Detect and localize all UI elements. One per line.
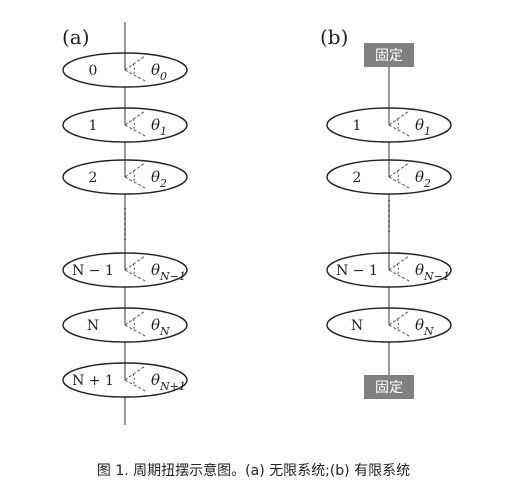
disk-label: N + 1 [72,373,114,389]
disk-label: 2 [353,170,362,186]
angle-ray [124,365,146,381]
disk-label: 1 [89,118,98,134]
panel-b-label: (b) [320,25,348,49]
fixed-bottom-box [364,375,414,399]
angle-ray [124,269,148,283]
angle-ray [388,255,410,271]
theta-subscript: N−1 [423,270,450,283]
angle-ray [388,269,412,283]
figure-caption: 图 1. 周期扭摆示意图。(a) 无限系统;(b) 有限系统 [96,463,411,479]
theta-subscript: 2 [159,177,167,190]
disk-label: 2 [89,170,98,186]
angle-arc [132,318,135,331]
angle-ray [388,176,412,190]
angle-arc [132,263,135,276]
disk-label: N [351,318,363,334]
disk-label: N − 1 [72,263,114,279]
angle-ray [124,255,146,271]
fixed-bottom-label: 固定 [375,380,403,396]
angle-ray [388,324,412,338]
angle-arc [132,63,135,76]
angle-ray [388,310,410,326]
theta-subscript: N+1 [159,380,186,393]
angle-arc [132,373,135,386]
theta-subscript: 0 [160,70,167,83]
angle-ray [388,124,412,138]
theta-subscript: N [159,325,170,338]
angle-ray [124,124,148,138]
angle-ray [124,324,148,338]
theta-subscript: N [423,325,434,338]
angle-ray [124,379,148,393]
angle-ray [388,110,410,126]
angle-arc [396,318,399,331]
angle-arc [132,118,135,131]
angle-arc [396,263,399,276]
angle-arc [396,118,399,131]
panel-a-label: (a) [62,25,90,49]
angle-ray [124,55,146,71]
angle-ray [124,310,146,326]
angle-ray [124,69,148,83]
disk-label: 1 [353,118,362,134]
theta-subscript: 2 [423,177,431,190]
angle-ray [124,110,146,126]
theta-subscript: 1 [160,125,167,138]
disk-label: 0 [89,63,98,79]
disk-label: N − 1 [336,263,378,279]
disk-label: N [87,318,99,334]
fixed-top-label: 固定 [375,48,403,64]
angle-ray [124,162,146,178]
theta-subscript: 1 [424,125,431,138]
angle-ray [388,162,410,178]
angle-arc [396,170,399,183]
theta-subscript: N−1 [159,270,186,283]
angle-ray [124,176,148,190]
fixed-top-box [364,43,414,67]
angle-arc [132,170,135,183]
